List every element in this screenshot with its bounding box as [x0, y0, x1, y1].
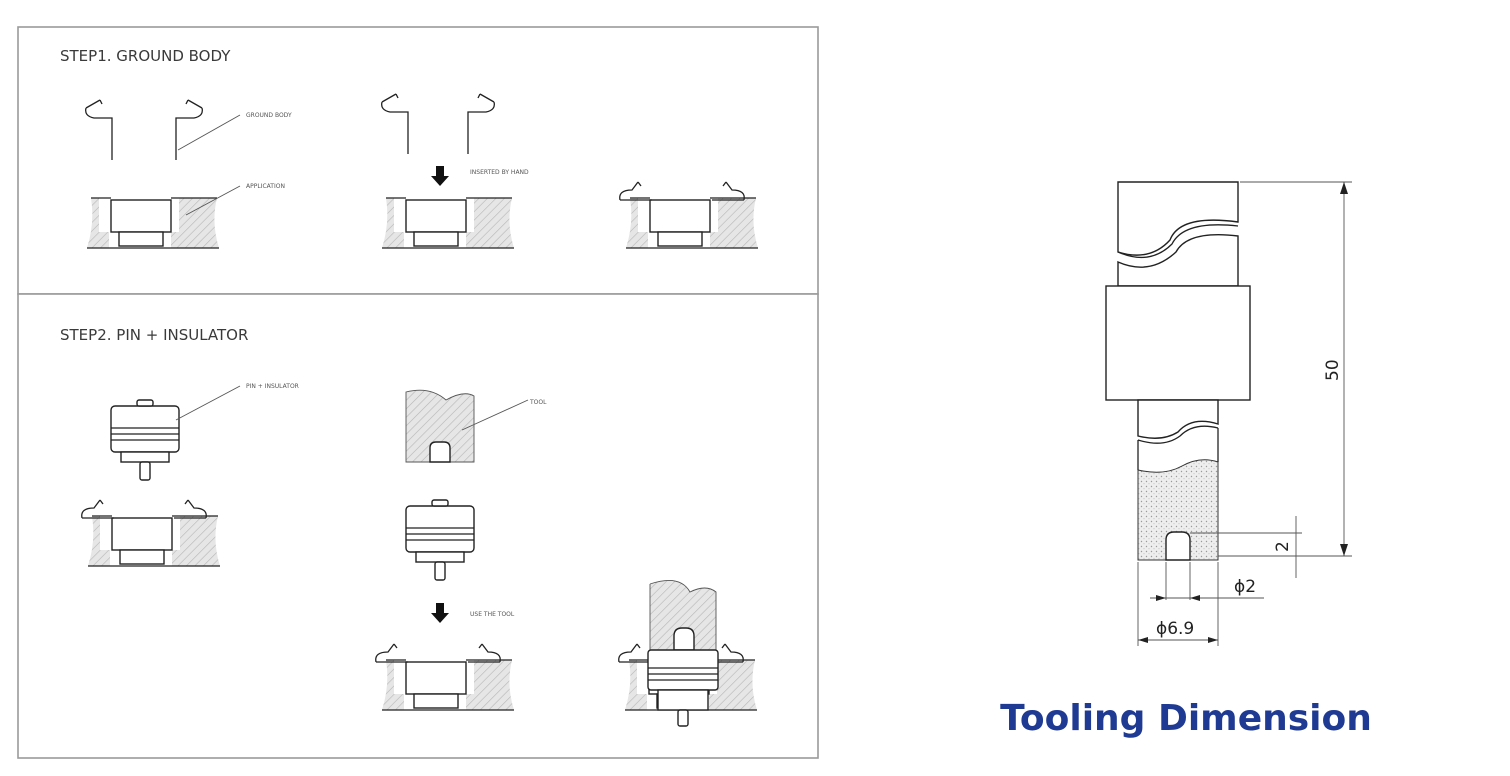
step2-title: STEP2. PIN + INSULATOR [60, 326, 248, 344]
final-assembly [618, 579, 758, 727]
callout-application: APPLICATION [246, 183, 285, 190]
callout-use-the-tool: USE THE TOOL [470, 611, 515, 618]
step1-panel [17, 26, 819, 295]
dimension-hole-depth: 2 [1273, 541, 1293, 552]
tool-block [405, 389, 475, 463]
dimension-outer-diameter: ϕ6.9 [1156, 619, 1194, 639]
callout-ground-body: GROUND BODY [246, 112, 292, 119]
dimension-hole-diameter: ϕ2 [1234, 577, 1256, 597]
step1-title: STEP1. GROUND BODY [60, 47, 231, 65]
tooling-caption: Tooling Dimension [1000, 698, 1372, 739]
callout-tool: TOOL [529, 399, 547, 406]
tooling-drawing [1105, 181, 1352, 646]
callout-pin-insulator: PIN + INSULATOR [246, 383, 299, 390]
dimension-length: 50 [1323, 359, 1343, 381]
callout-inserted-by-hand: INSERTED BY HAND [470, 169, 529, 176]
